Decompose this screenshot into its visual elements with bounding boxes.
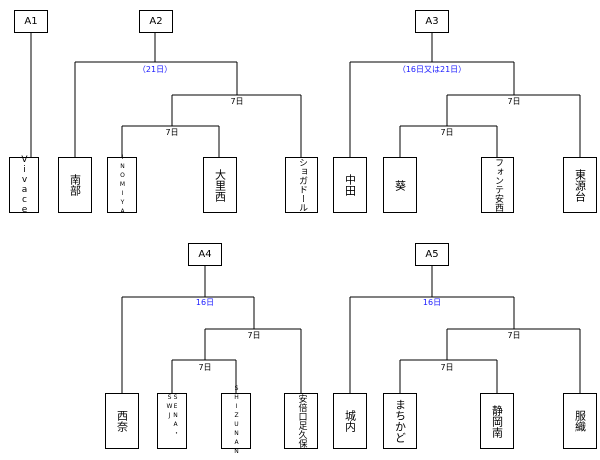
team-box: 大里西 xyxy=(203,157,237,213)
team-box: 城内 xyxy=(333,393,367,449)
group-a5-header: A5 xyxy=(415,243,449,266)
a4-final-date-label: 16日 xyxy=(195,298,215,307)
a2-semifinal-date-label: 7日 xyxy=(230,97,244,106)
a3-final-date-label: （16日又は21日） xyxy=(397,65,467,74)
team-box: 服織 xyxy=(563,393,597,449)
team-box: 中田 xyxy=(333,157,367,213)
group-a1-header: A1 xyxy=(14,10,48,33)
a4-semifinal-date-label: 7日 xyxy=(247,331,261,340)
a3-semifinal-date-label: 7日 xyxy=(507,97,521,106)
team-box: SENA・SWJ xyxy=(157,393,187,449)
team-box: 葵 xyxy=(383,157,417,213)
team-box: 西奈 xyxy=(105,393,139,449)
team-box: INOMIYA xyxy=(107,154,137,217)
team-box: 安倍口足久保 xyxy=(284,393,318,449)
group-a3-header: A3 xyxy=(415,10,449,33)
team-box: SHIZUNAN xyxy=(221,385,251,457)
team-box: まちかど xyxy=(383,393,417,449)
group-a2-header: A2 xyxy=(139,10,173,33)
team-box: Vivace xyxy=(9,155,39,215)
a3-quarterfinal-date-label: 7日 xyxy=(440,128,454,137)
a2-quarterfinal-date-label: 7日 xyxy=(165,128,179,137)
a5-final-date-label: 16日 xyxy=(422,298,442,307)
a5-semifinal-date-label: 7日 xyxy=(507,331,521,340)
team-box: 東源台 xyxy=(563,157,597,213)
team-box: ショガドール xyxy=(285,157,318,213)
a5-quarterfinal-date-label: 7日 xyxy=(440,363,454,372)
team-box: 静岡南 xyxy=(480,393,514,449)
team-box: 南部 xyxy=(58,157,92,213)
team-box: フォンテ安西 xyxy=(481,157,514,213)
a4-quarterfinal-date-label: 7日 xyxy=(198,363,212,372)
a2-final-date-label: （21日） xyxy=(137,65,173,74)
group-a4-header: A4 xyxy=(188,243,222,266)
